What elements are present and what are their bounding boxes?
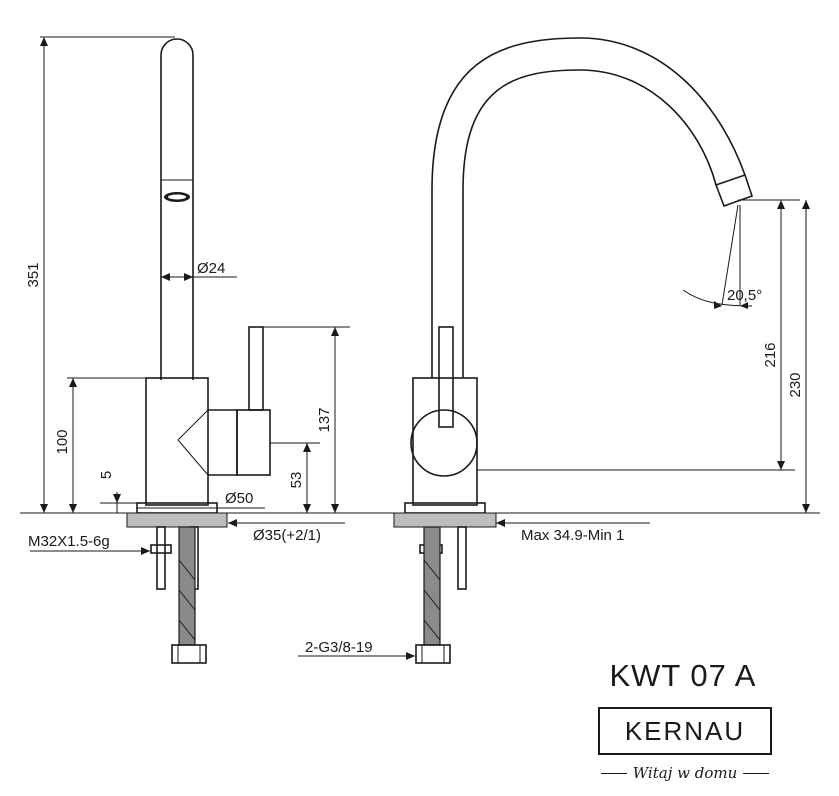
label-height-total: 351 <box>25 262 42 287</box>
label-diameter-spout: Ø24 <box>197 260 225 277</box>
model-name: KWT 07 A <box>609 658 757 693</box>
slogan-dash-right <box>743 772 770 774</box>
brand-name: KERNAU <box>624 715 746 746</box>
front-view-dimensions <box>477 199 810 527</box>
label-thread: M32X1.5-6g <box>28 533 110 550</box>
side-view-faucet <box>126 38 271 664</box>
brand-slogan: Witaj w domu <box>590 764 780 782</box>
label-height-base: 5 <box>98 471 115 479</box>
brand-logo-box: KERNAU <box>598 707 772 755</box>
label-hole-diameter: Ø35(+2/1) <box>253 527 321 544</box>
label-spout-outlet-height: 216 <box>762 342 779 367</box>
side-view-dimensions <box>20 36 820 660</box>
label-height-lever: 137 <box>316 407 333 432</box>
label-hose-connection: 2-G3/8-19 <box>305 639 373 656</box>
label-height-body: 100 <box>54 429 71 454</box>
label-height-lever-axis: 53 <box>288 472 305 489</box>
slogan-dash-left <box>600 772 627 774</box>
label-diameter-base: Ø50 <box>225 490 253 507</box>
label-counter-thickness: Max 34.9-Min 1 <box>521 527 624 544</box>
label-spout-angle: 20,5° <box>727 287 762 304</box>
slogan-text: Witaj w domu <box>632 764 738 782</box>
front-view-faucet <box>393 37 754 664</box>
label-spout-reach-height: 230 <box>787 372 804 397</box>
